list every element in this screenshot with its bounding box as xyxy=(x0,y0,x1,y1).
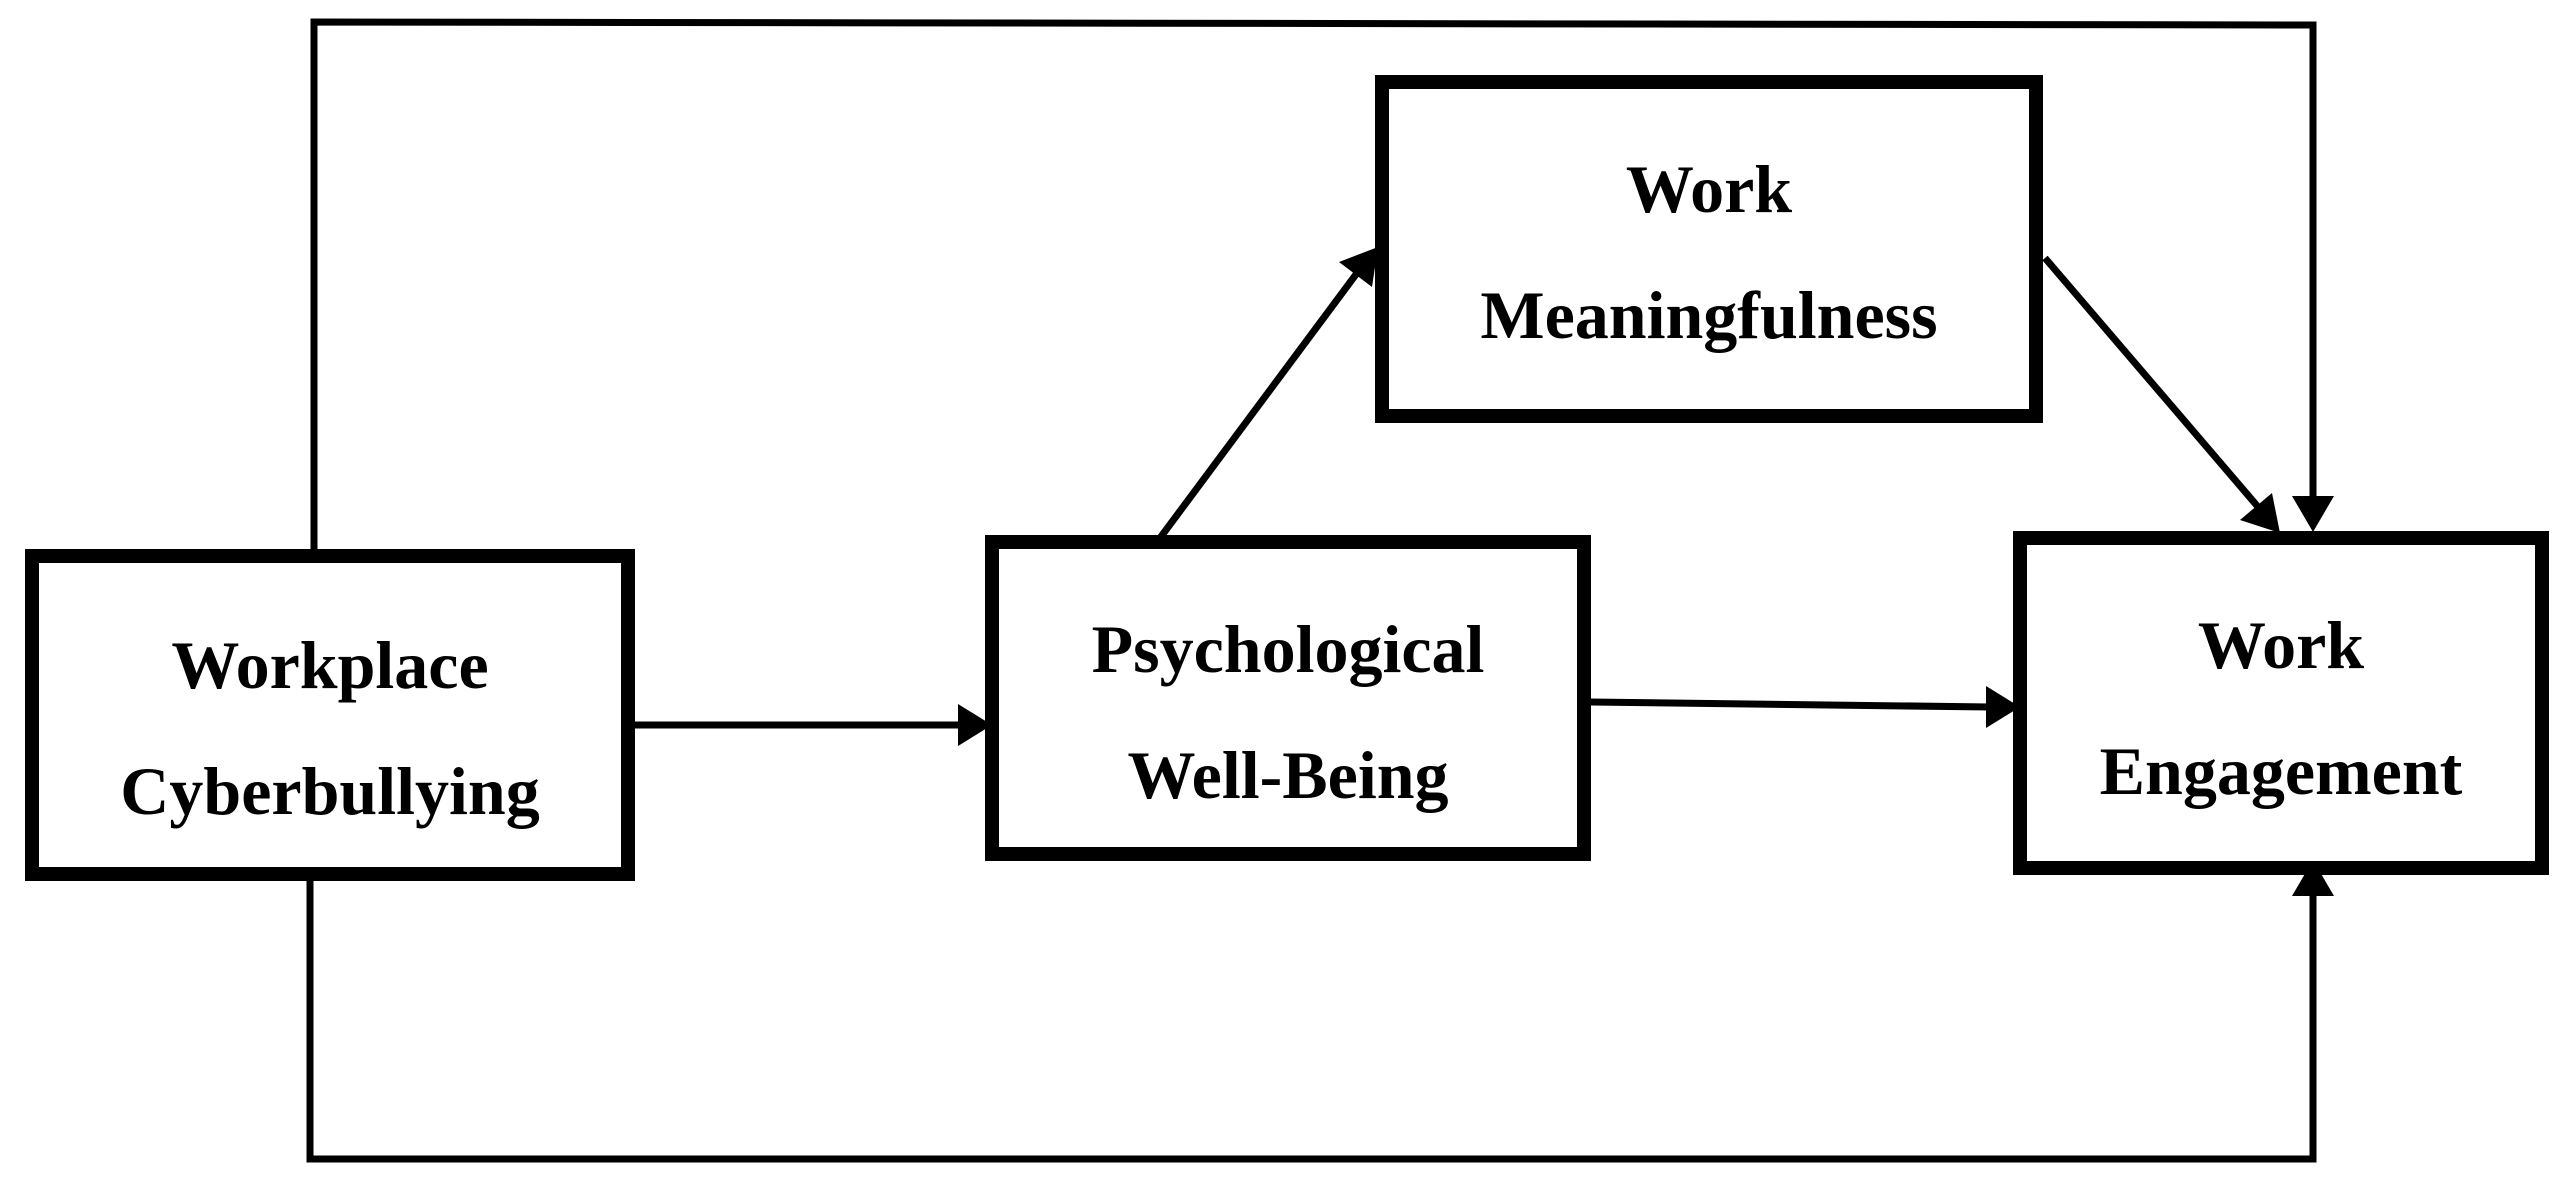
edge-cyberbullying-to-engagement-top xyxy=(310,18,2317,552)
connectors xyxy=(306,18,2334,1163)
node-label-line: Psychological xyxy=(1092,611,1485,687)
node-label-line: Work xyxy=(1626,151,1792,227)
node-label-line: Well-Being xyxy=(1127,737,1448,813)
arrowhead-engagement-top-left xyxy=(2240,493,2280,533)
node-psychological-well-being: Psychological Well-Being xyxy=(985,535,1591,861)
node-label-line: Meaningfulness xyxy=(1480,277,1937,353)
edge-wellbeing-to-engagement xyxy=(1589,698,1991,711)
node-label-line: Engagement xyxy=(2100,733,2463,809)
arrowhead-engagement-top xyxy=(2292,496,2334,532)
arrowhead-meaningfulness-bottom xyxy=(1339,247,1378,287)
node-work-engagement: Work Engagement xyxy=(2013,531,2549,875)
edge-meaningfulness-to-engagement xyxy=(2042,255,2262,511)
node-workplace-cyberbullying: Workplace Cyberbullying xyxy=(25,549,635,881)
edge-wellbeing-to-meaningfulness xyxy=(1157,270,1360,541)
arrowhead-engagement-left xyxy=(1986,686,2020,728)
arrowhead-engagement-bottom xyxy=(2292,860,2334,896)
edge-cyberbullying-to-engagement-bottom xyxy=(306,878,2317,1163)
node-label-line: Cyberbullying xyxy=(120,753,539,829)
arrowhead-wellbeing-left xyxy=(958,704,992,746)
node-work-meaningfulness: Work Meaningfulness xyxy=(1375,75,2043,423)
node-label-line: Work xyxy=(2198,607,2364,683)
node-label-line: Workplace xyxy=(171,627,488,703)
